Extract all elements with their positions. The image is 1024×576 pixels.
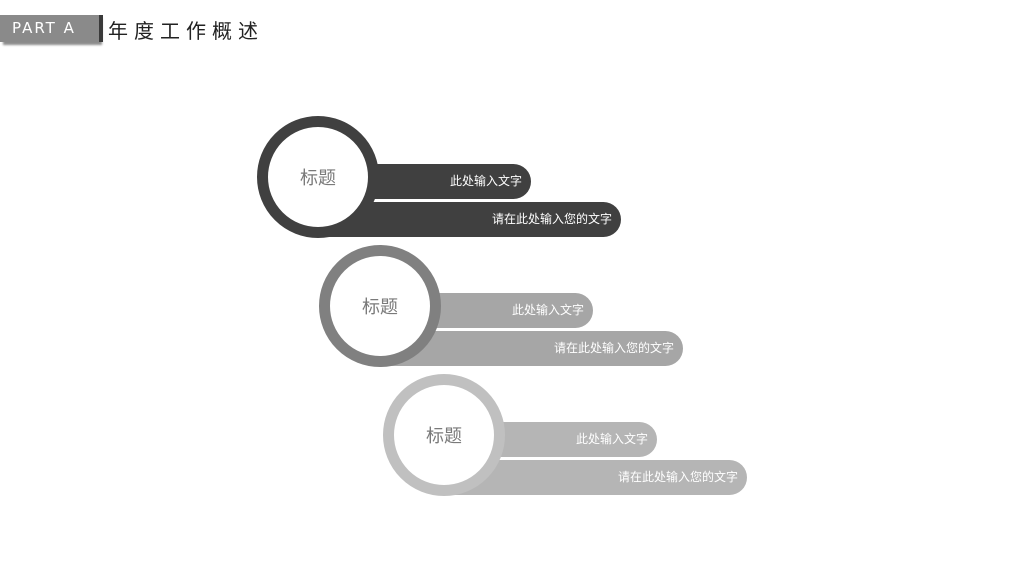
item-2-title: 标题 <box>362 297 398 318</box>
item-2-line2: 请在此处输入您的文字 <box>553 341 674 355</box>
item-1-ring: 标题 <box>257 116 379 238</box>
item-3-ring: 标题 <box>383 374 505 496</box>
page-title: 年度工作概述 <box>108 19 264 43</box>
item-2-line1: 此处输入文字 <box>511 303 584 317</box>
item-1-title: 标题 <box>300 168 336 189</box>
item-1: 此处输入文字 请在此处输入您的文字 标题 <box>257 116 627 240</box>
item-2-ring: 标题 <box>319 245 441 367</box>
item-3-line1: 此处输入文字 <box>575 432 648 446</box>
item-3-title: 标题 <box>426 426 462 447</box>
item-3: 此处输入文字 请在此处输入您的文字 标题 <box>383 374 753 498</box>
item-1-line2: 请在此处输入您的文字 <box>491 212 612 226</box>
part-tag-accent <box>99 15 103 42</box>
item-2-pill-bottom: 请在此处输入您的文字 <box>379 331 683 366</box>
item-1-line1: 此处输入文字 <box>449 174 522 188</box>
part-label: PART A <box>12 19 76 37</box>
item-3-line2: 请在此处输入您的文字 <box>617 470 738 484</box>
item-2: 此处输入文字 请在此处输入您的文字 标题 <box>319 245 689 369</box>
part-tag: PART A <box>0 15 99 42</box>
